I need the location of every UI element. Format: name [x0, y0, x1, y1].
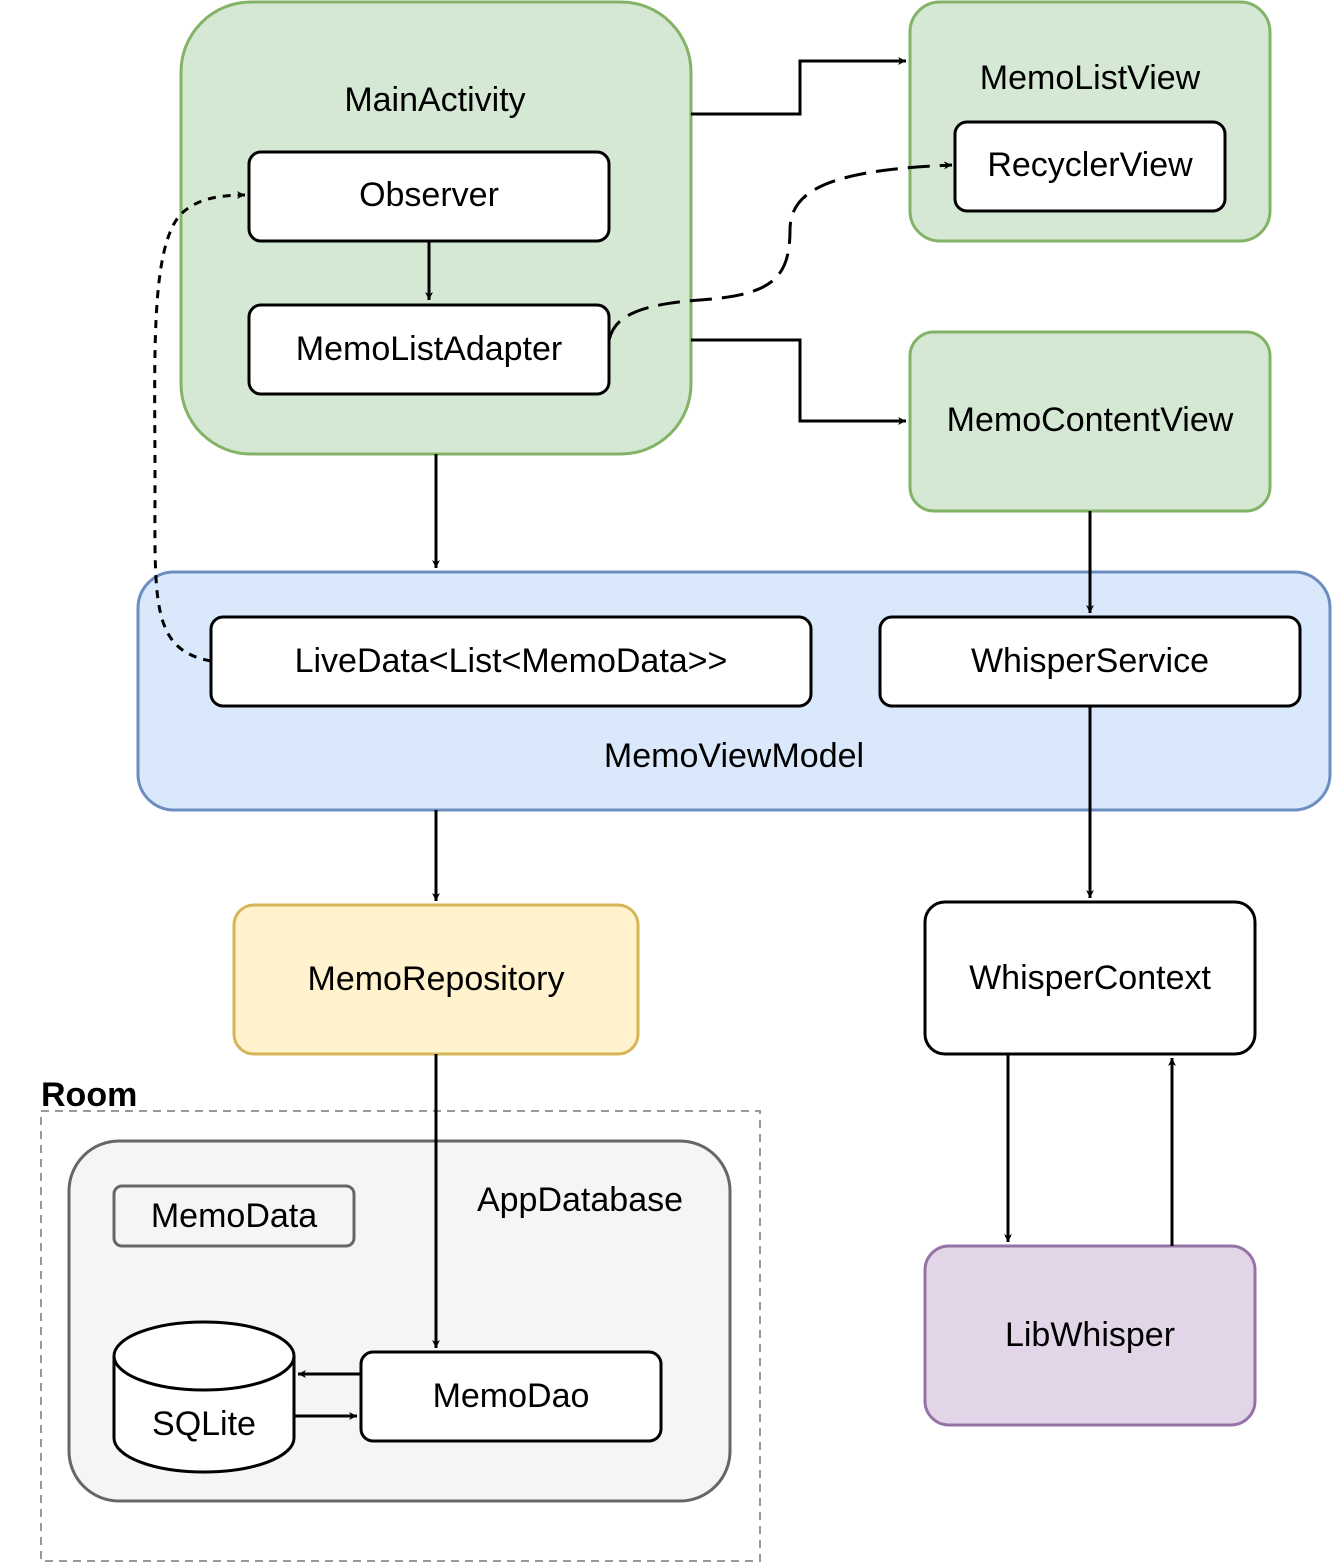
main-activity-label: MainActivity: [344, 81, 525, 119]
memo-list-adapter-box: [247, 303, 611, 396]
whisper-context-label: WhisperContext: [969, 959, 1211, 997]
whisper-service-label: WhisperService: [971, 642, 1209, 680]
edge-memo-list-adapter-to-recycler-view: [607, 161, 953, 341]
memo-data-box: [112, 1184, 356, 1248]
edge-live-data-to-observer: [153, 191, 246, 663]
room-label: Room: [41, 1076, 137, 1114]
memo-list-view-label: MemoListView: [980, 59, 1201, 97]
lib-whisper-label: LibWhisper: [1005, 1316, 1175, 1354]
memo-dao-box: [359, 1350, 663, 1443]
room-container: [40, 1110, 761, 1562]
edge-main-activity-to-memo-list-view: [691, 57, 906, 116]
memo-repository-label: MemoRepository: [308, 960, 565, 998]
memo-dao-label: MemoDao: [433, 1377, 590, 1415]
lib-whisper-box: [923, 1244, 1257, 1427]
app-database-label: AppDatabase: [477, 1181, 683, 1219]
memo-view-model-label: MemoViewModel: [604, 737, 864, 775]
edge-main-activity-to-memo-content-view: [691, 338, 906, 425]
edges-group: [153, 57, 1176, 1420]
live-data-box: [209, 615, 813, 708]
recycler-view-label: RecyclerView: [987, 146, 1193, 184]
memo-content-view-label: MemoContentView: [947, 401, 1234, 439]
sqlite-cylinder: SQLite: [112, 1320, 296, 1474]
whisper-context-box: [923, 900, 1257, 1056]
memo-list-adapter-label: MemoListAdapter: [296, 330, 562, 368]
observer-label: Observer: [359, 176, 499, 214]
live-data-label: LiveData<List<MemoData>>: [295, 642, 728, 680]
sqlite-label: SQLite: [152, 1405, 256, 1443]
recycler-view-box: [953, 120, 1227, 213]
memo-data-label: MemoData: [151, 1197, 317, 1235]
